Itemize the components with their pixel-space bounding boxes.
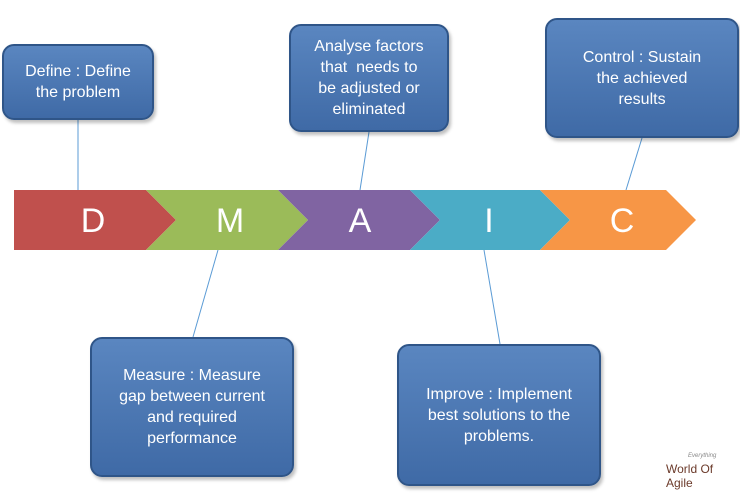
step-c-chevron — [540, 190, 696, 250]
step-d-letter: D — [81, 202, 106, 240]
connector-control — [625, 137, 643, 191]
callout-improve-line: Improve : Implement — [426, 385, 572, 403]
step-i-letter: I — [484, 202, 493, 240]
callout-measure-line: gap between current — [119, 388, 265, 405]
callout-control: Control : Sustain the achieved results — [545, 18, 739, 138]
brand-tagline: Everything — [688, 453, 717, 459]
step-a-letter: A — [349, 202, 372, 240]
callout-analyse-line: that needs to — [320, 59, 418, 76]
brand-logo: Everything World Of Agile — [666, 453, 740, 490]
connector-measure — [192, 249, 219, 338]
step-c-letter: C — [610, 202, 635, 240]
callout-analyse: Analyse factors that needs to be adjuste… — [289, 24, 449, 132]
callout-control-line: Control : Sustain — [582, 48, 702, 66]
callout-control-line: results — [618, 90, 666, 108]
callout-measure-line: Measure : Measure — [123, 367, 261, 384]
callout-improve: Improve : Implement best solutions to th… — [397, 344, 601, 486]
connector-analyse — [359, 131, 370, 191]
callout-analyse-line: Analyse factors — [314, 38, 424, 55]
connector-improve — [483, 249, 501, 345]
callout-improve-line: problems. — [463, 427, 535, 445]
step-i-chevron — [410, 190, 570, 250]
callout-measure-line: and required — [147, 409, 237, 426]
callout-define-line: the problem — [35, 84, 121, 101]
step-a-chevron — [278, 190, 440, 250]
callout-control-line: the achieved — [596, 69, 688, 87]
callout-measure: Measure : Measure gap between current an… — [90, 337, 294, 477]
callout-measure-line: performance — [147, 430, 237, 447]
callout-analyse-line: be adjusted or — [318, 80, 420, 97]
brand-name: World Of Agile — [666, 462, 714, 490]
callout-improve-line: best solutions to the — [427, 406, 571, 424]
step-m-letter: M — [216, 202, 244, 240]
callout-analyse-line: eliminated — [332, 101, 406, 118]
callout-define: Define : Define the problem — [2, 44, 154, 120]
step-d-chevron — [14, 190, 176, 250]
step-m-chevron — [146, 190, 308, 250]
callout-define-line: Define : Define — [25, 63, 131, 80]
